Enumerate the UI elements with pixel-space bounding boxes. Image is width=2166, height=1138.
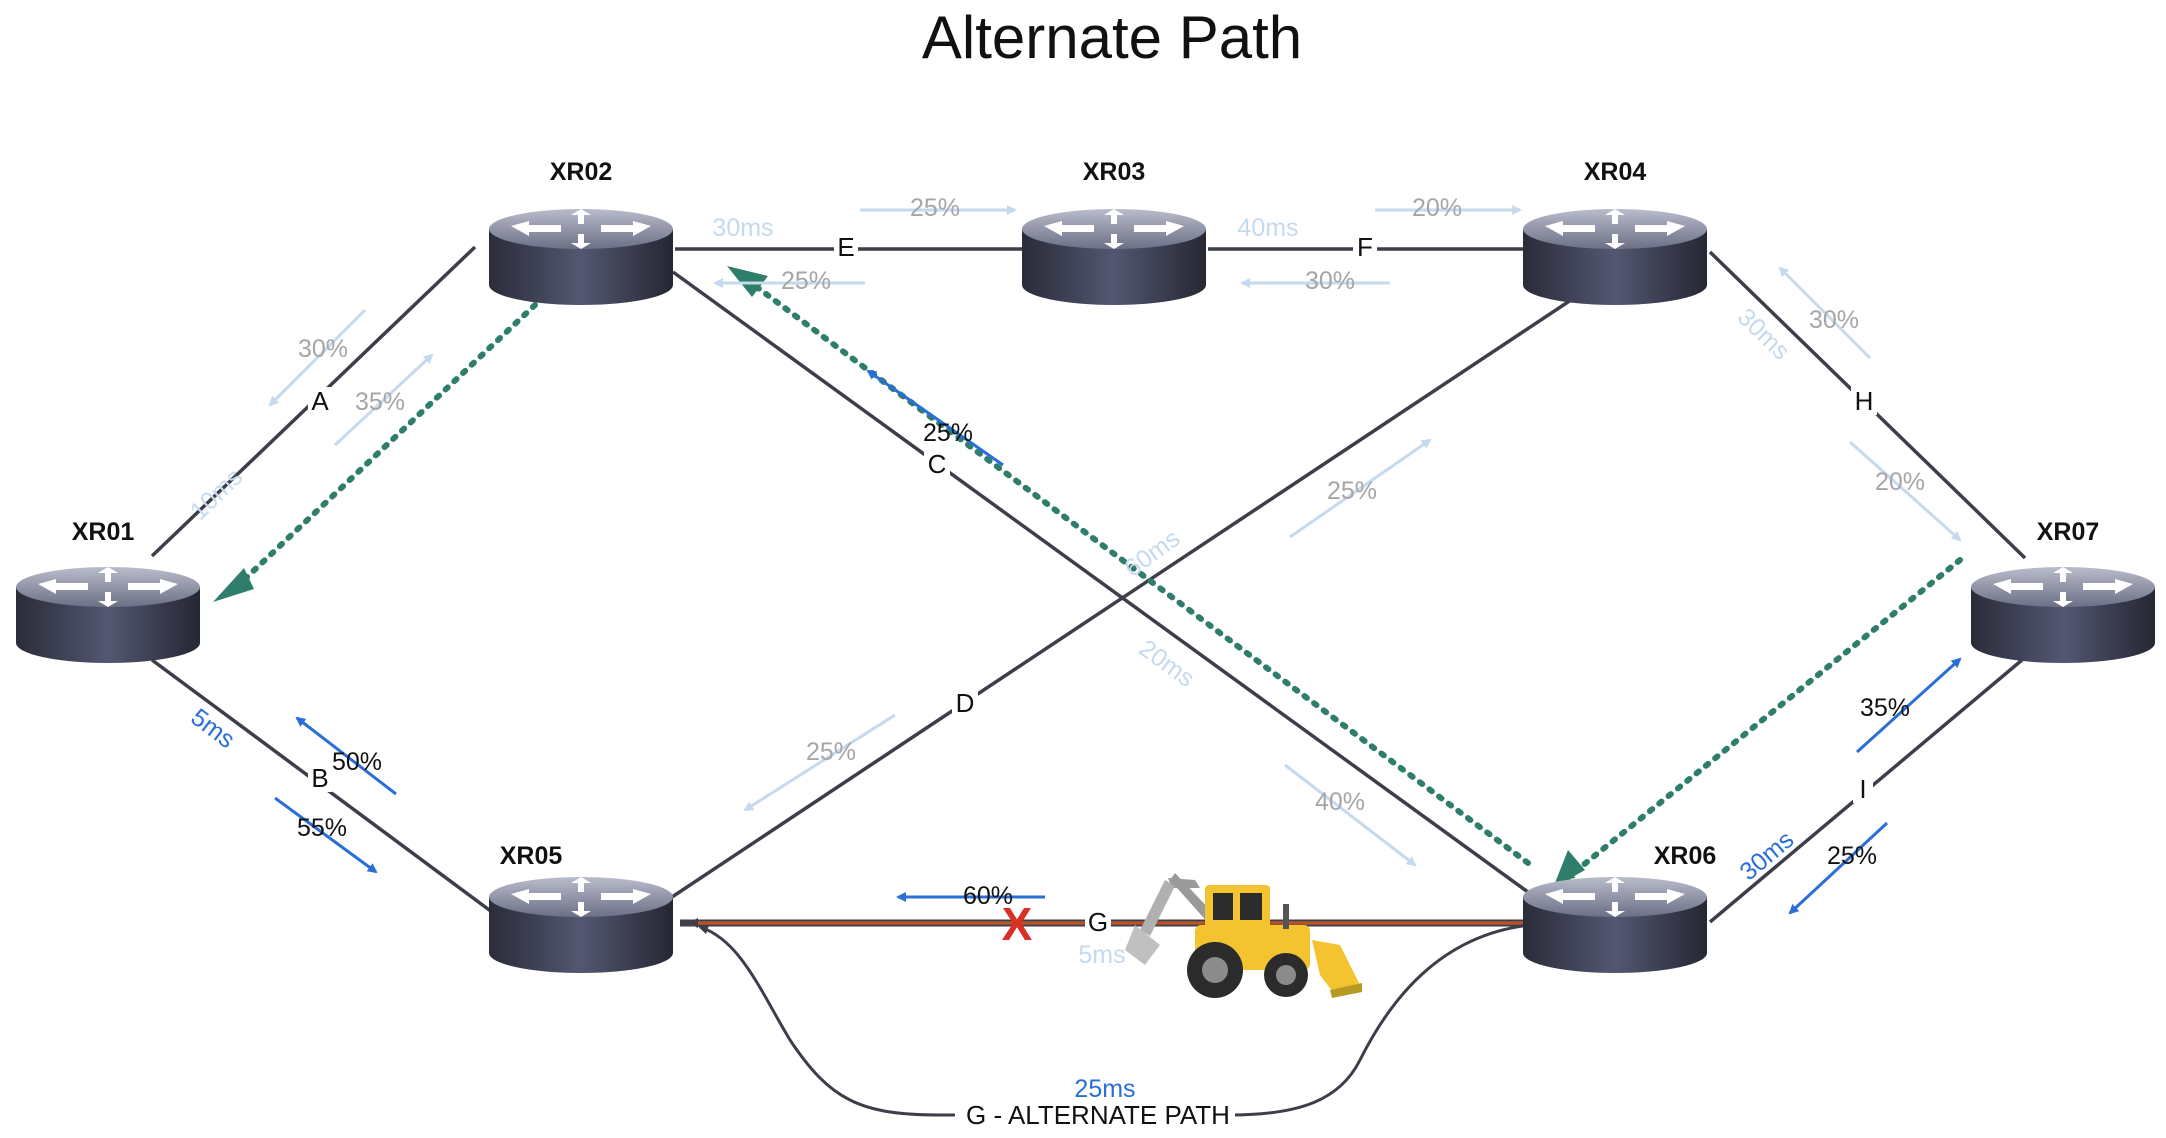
link-d-delay: 20ms: [1134, 634, 1200, 693]
router-xr03[interactable]: [1022, 209, 1206, 305]
reroute-xr07-to-xr06: [1563, 557, 1963, 882]
router-icon: [489, 209, 673, 305]
alternate-path-delay: 25ms: [1074, 1075, 1135, 1103]
router-icon: [1523, 209, 1707, 305]
link-a-rev-util: 30%: [298, 335, 348, 363]
link-f-rev-util: 30%: [1305, 267, 1355, 295]
links: [150, 245, 2027, 924]
router-xr05[interactable]: [489, 877, 673, 973]
link-e-rev-util: 25%: [781, 267, 831, 295]
router-label-xr04: XR04: [1584, 158, 1647, 186]
link-e-label: E: [837, 232, 854, 262]
link-d-fwd-util: 25%: [1327, 477, 1377, 505]
link-i-rev-util: 25%: [1827, 842, 1877, 870]
link-i-label: I: [1859, 774, 1866, 804]
link-b-rev-util: 50%: [332, 748, 382, 776]
router-icon: [1523, 877, 1707, 973]
link-g-delay: 5ms: [1078, 941, 1125, 969]
backhoe-loader-icon: [1125, 873, 1362, 998]
link-b-fwd-util: 55%: [297, 814, 347, 842]
link-d: [671, 292, 1581, 899]
router-xr04[interactable]: [1523, 209, 1707, 305]
link-e-fwd-util: 25%: [910, 194, 960, 222]
link-f-label: F: [1357, 232, 1373, 262]
router-label-xr01: XR01: [72, 518, 135, 546]
router-xr01[interactable]: [16, 567, 200, 663]
router-label-xr06: XR06: [1654, 842, 1717, 870]
link-f-delay: 40ms: [1237, 214, 1298, 242]
router-icon: [1022, 209, 1206, 305]
link-d-label: D: [956, 688, 975, 718]
router-label-xr03: XR03: [1083, 158, 1146, 186]
link-c-rev-util: 25%: [923, 419, 973, 447]
link-c-delay: 60ms: [1119, 524, 1185, 583]
router-icon: [489, 877, 673, 973]
link-h-rev-util: 30%: [1809, 306, 1859, 334]
link-f-fwd-util: 20%: [1412, 194, 1462, 222]
link-a-fwd-util: 35%: [355, 388, 405, 416]
link-failure-mark: X: [1002, 898, 1033, 950]
router-label-xr07: XR07: [2037, 518, 2100, 546]
router-label-xr02: XR02: [550, 158, 613, 186]
link-i-fwd-util: 35%: [1860, 694, 1910, 722]
link-a-label: A: [311, 386, 329, 416]
router-icon: [16, 567, 200, 663]
link-g-label: G: [1088, 907, 1108, 937]
page-title: Alternate Path: [922, 4, 1302, 71]
link-h-fwd-util: 20%: [1875, 468, 1925, 496]
link-h-label: H: [1855, 386, 1874, 416]
router-xr02[interactable]: [489, 209, 673, 305]
link-c-fwd-util: 40%: [1315, 788, 1365, 816]
router-label-xr05: XR05: [500, 842, 563, 870]
link-c: [671, 270, 1534, 897]
alternate-path-label: G - ALTERNATE PATH: [966, 1100, 1230, 1130]
router-xr06[interactable]: [1523, 877, 1707, 973]
link-h-delay: 30ms: [1732, 303, 1795, 366]
link-b-delay: 5ms: [186, 703, 241, 754]
router-icon: [1971, 567, 2155, 663]
link-d-rev-util: 25%: [806, 738, 856, 766]
reroute-xr02-to-xr01: [227, 302, 538, 596]
router-xr07[interactable]: [1971, 567, 2155, 663]
link-g-rev-util: 60%: [963, 882, 1013, 910]
link-e-delay: 30ms: [712, 214, 773, 242]
link-b-label: B: [311, 763, 328, 793]
link-c-label: C: [928, 449, 947, 479]
